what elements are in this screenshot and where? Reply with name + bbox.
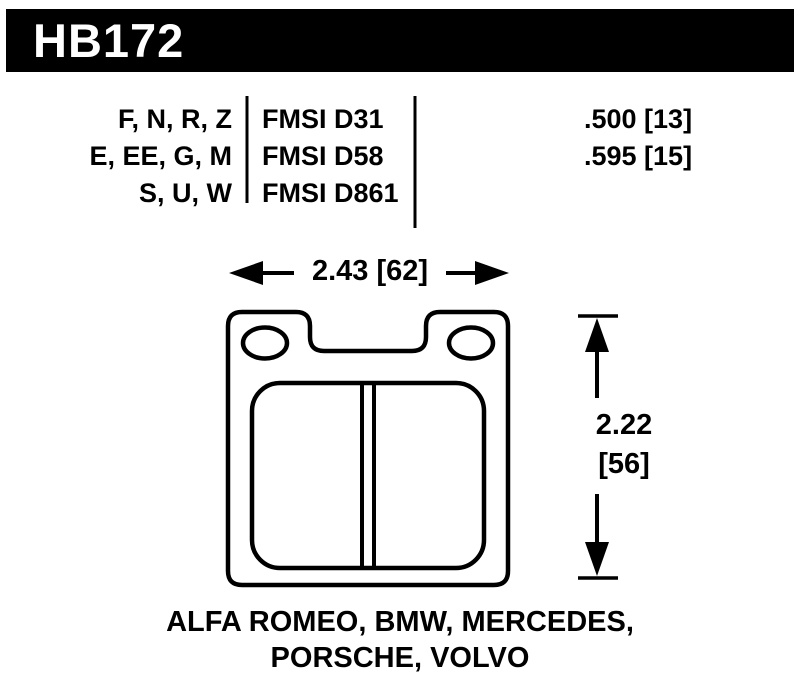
width-dimension-label: 2.43 [62] bbox=[311, 255, 429, 287]
friction-pad-outline bbox=[249, 380, 487, 571]
fmsi-row-3: FMSI D861 bbox=[262, 178, 399, 208]
thickness-row-1: .500 [13] bbox=[584, 104, 693, 134]
compound-row-1: F, N, R, Z bbox=[118, 104, 232, 134]
center-slot bbox=[360, 384, 376, 567]
fmsi-row-2: FMSI D58 bbox=[262, 141, 384, 171]
mounting-hole-right bbox=[446, 325, 496, 361]
thickness-row-2: .595 [15] bbox=[584, 141, 693, 171]
height-dimension-label: 2.22 [56] bbox=[582, 406, 666, 484]
mounting-hole-left bbox=[240, 325, 290, 361]
width-dimension-arrow bbox=[229, 261, 509, 285]
vehicle-applications: ALFA ROMEO, BMW, MERCEDES, PORSCHE, VOLV… bbox=[0, 604, 800, 676]
applications-line-1: ALFA ROMEO, BMW, MERCEDES, bbox=[166, 606, 634, 638]
brake-pad-outline bbox=[225, 309, 511, 588]
applications-line-2: PORSCHE, VOLVO bbox=[270, 642, 530, 674]
compound-row-2: E, EE, G, M bbox=[89, 141, 232, 171]
part-number: HB172 bbox=[33, 14, 185, 67]
height-dimension-inches: 2.22 bbox=[595, 409, 653, 441]
header-bar: HB172 bbox=[6, 9, 794, 72]
height-dimension-mm: [56] bbox=[598, 448, 650, 480]
compound-row-3: S, U, W bbox=[139, 178, 232, 208]
height-dimension-arrow bbox=[578, 314, 618, 580]
fmsi-row-1: FMSI D31 bbox=[262, 104, 384, 134]
